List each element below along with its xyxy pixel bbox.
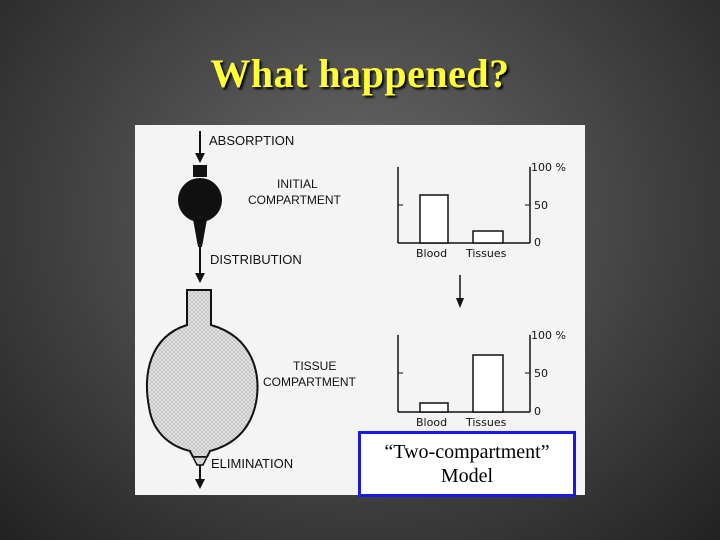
lower-tissues-bar [472, 354, 504, 413]
model-caption-box: “Two-compartment” Model [358, 431, 576, 497]
lower-tick-50: 50 [534, 367, 548, 380]
upper-tick-100: 100 % [531, 161, 566, 174]
upper-tick-0: 0 [534, 236, 541, 249]
tissue-compartment-label-1: TISSUE [293, 359, 336, 373]
tissue-compartment-flask [146, 289, 259, 466]
lower-tissues-label: Tissues [465, 416, 507, 429]
upper-tissues-bar [472, 230, 504, 244]
upper-blood-bar [419, 194, 449, 244]
distribution-arrow [195, 247, 205, 283]
elimination-arrow [195, 465, 205, 489]
absorption-label: ABSORPTION [209, 133, 294, 148]
initial-compartment-label-2: COMPARTMENT [248, 193, 342, 207]
caption-line-2: Model [440, 465, 494, 487]
distribution-label: DISTRIBUTION [210, 252, 302, 267]
lower-blood-bar [419, 402, 449, 413]
lower-bar-chart: 100 % 50 0 Blood Tissues [397, 329, 566, 429]
lower-tick-100: 100 % [531, 329, 566, 342]
upper-bar-chart: 100 % 50 0 Blood Tissues [397, 161, 566, 260]
slide-title: What happened? [210, 51, 510, 96]
lower-tick-0: 0 [534, 405, 541, 418]
tissue-compartment-label-2: COMPARTMENT [263, 375, 357, 389]
caption-line-1: “Two-compartment” [384, 441, 550, 463]
upper-tick-50: 50 [534, 199, 548, 212]
compartment-diagram-svg: ABSORPTION INITIAL COMPARTMENT DISTRIBUT… [146, 131, 566, 489]
initial-compartment-label-1: INITIAL [277, 177, 318, 191]
upper-blood-label: Blood [416, 247, 447, 260]
lower-blood-label: Blood [416, 416, 447, 429]
elimination-label: ELIMINATION [211, 456, 293, 471]
initial-compartment-flask [178, 165, 222, 247]
upper-tissues-label: Tissues [465, 247, 507, 260]
absorption-arrow [195, 131, 205, 163]
chart-transition-arrow [456, 275, 464, 308]
